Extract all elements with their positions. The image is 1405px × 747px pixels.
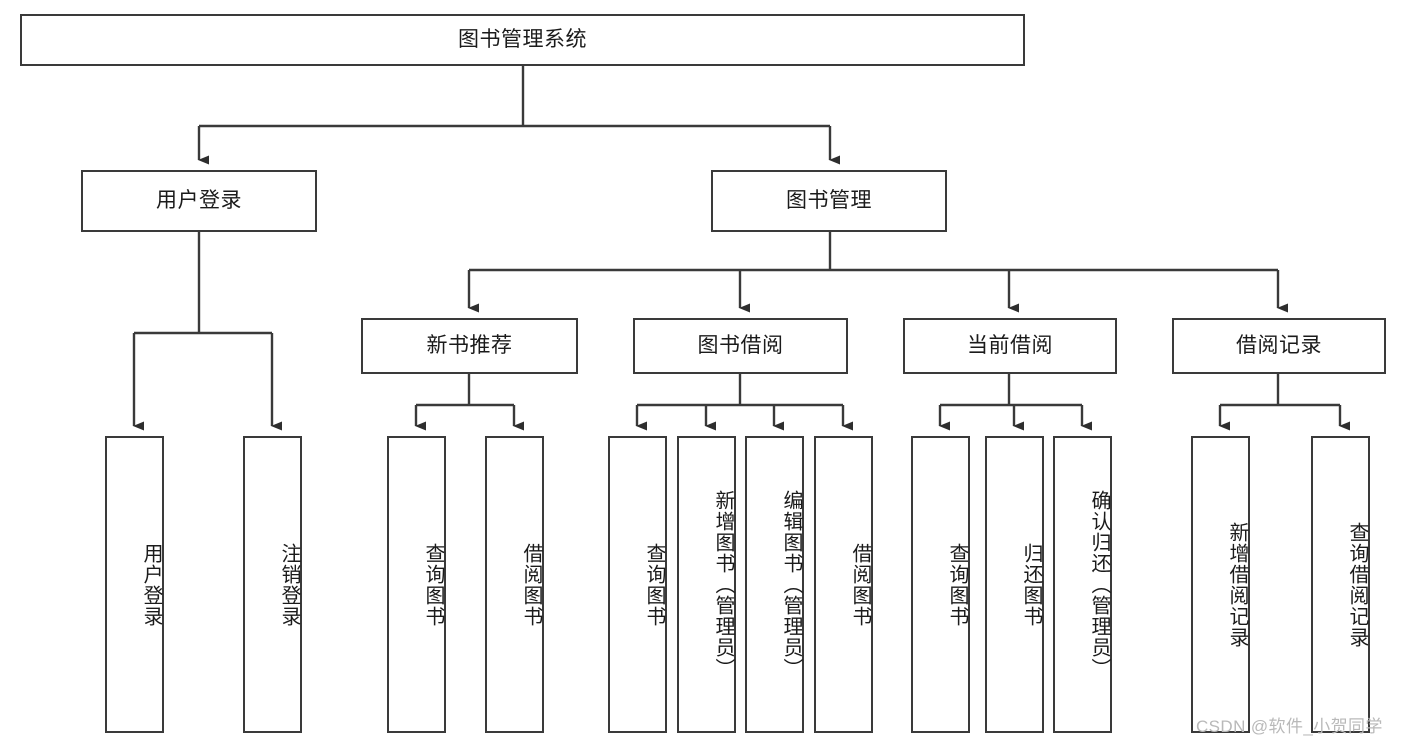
leaf-logout-label: 注销登录 xyxy=(278,542,300,627)
node-borrow-record[interactable]: 借阅记录 xyxy=(1172,318,1386,374)
leaf-borrow-book-1[interactable]: 借阅图书 xyxy=(485,436,544,733)
node-book-borrow-label: 图书借阅 xyxy=(697,334,784,358)
leaf-query-book-1[interactable]: 查询图书 xyxy=(387,436,446,733)
leaf-add-record[interactable]: 新增借阅记录 xyxy=(1191,436,1250,733)
leaf-user-login-label: 用户登录 xyxy=(140,542,162,627)
leaf-query-book-2[interactable]: 查询图书 xyxy=(608,436,667,733)
node-book-manage[interactable]: 图书管理 xyxy=(711,170,947,232)
leaf-query-record-label: 查询借阅记录 xyxy=(1346,521,1368,648)
leaf-query-record[interactable]: 查询借阅记录 xyxy=(1311,436,1370,733)
node-book-manage-label: 图书管理 xyxy=(786,189,872,213)
leaf-query-book-3-label: 查询图书 xyxy=(946,542,968,627)
csdn-watermark: CSDN @软件_小贺同学 xyxy=(1196,717,1383,736)
leaf-borrow-book-1-label: 借阅图书 xyxy=(520,542,542,627)
leaf-confirm-return-label: 确认归还（管理员） xyxy=(1088,490,1110,679)
leaf-return-book-label: 归还图书 xyxy=(1020,542,1042,627)
node-borrow-record-label: 借阅记录 xyxy=(1236,334,1322,358)
leaf-logout[interactable]: 注销登录 xyxy=(243,436,302,733)
node-current-borrow[interactable]: 当前借阅 xyxy=(903,318,1117,374)
node-user-login-label: 用户登录 xyxy=(156,189,242,213)
node-user-login[interactable]: 用户登录 xyxy=(81,170,317,232)
node-book-borrow[interactable]: 图书借阅 xyxy=(633,318,848,374)
leaf-return-book[interactable]: 归还图书 xyxy=(985,436,1044,733)
leaf-edit-book-label: 编辑图书（管理员） xyxy=(780,490,802,679)
node-new-book-rec-label: 新书推荐 xyxy=(426,334,513,358)
node-current-borrow-label: 当前借阅 xyxy=(967,334,1053,358)
node-root[interactable]: 图书管理系统 xyxy=(20,14,1025,66)
leaf-add-book[interactable]: 新增图书（管理员） xyxy=(677,436,736,733)
leaf-query-book-3[interactable]: 查询图书 xyxy=(911,436,970,733)
leaf-edit-book[interactable]: 编辑图书（管理员） xyxy=(745,436,804,733)
leaf-borrow-book-2[interactable]: 借阅图书 xyxy=(814,436,873,733)
leaf-borrow-book-2-label: 借阅图书 xyxy=(849,542,871,627)
leaf-add-book-label: 新增图书（管理员） xyxy=(712,490,734,679)
node-root-label: 图书管理系统 xyxy=(458,28,587,52)
leaf-query-book-2-label: 查询图书 xyxy=(643,542,665,627)
leaf-query-book-1-label: 查询图书 xyxy=(422,542,444,627)
leaf-user-login[interactable]: 用户登录 xyxy=(105,436,164,733)
leaf-add-record-label: 新增借阅记录 xyxy=(1226,521,1248,648)
node-new-book-rec[interactable]: 新书推荐 xyxy=(361,318,578,374)
leaf-confirm-return[interactable]: 确认归还（管理员） xyxy=(1053,436,1112,733)
